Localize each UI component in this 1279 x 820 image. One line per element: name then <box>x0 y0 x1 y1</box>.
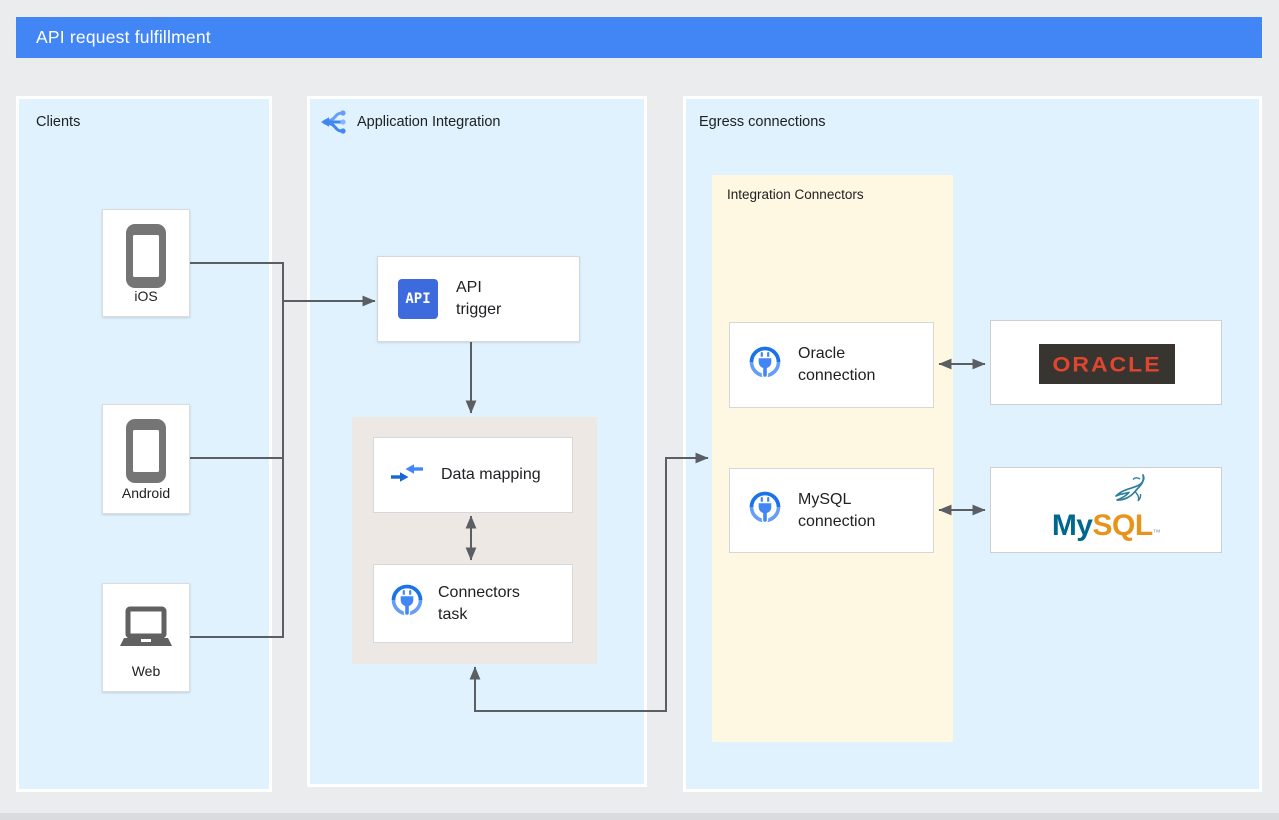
title-banner: API request fulfillment <box>16 17 1262 58</box>
web-label: Web <box>131 663 161 679</box>
connectors-task-label: Connectors task <box>438 583 520 623</box>
mysql-logo-my: My <box>1051 509 1093 542</box>
integration-connectors-label: Integration Connectors <box>727 187 864 202</box>
android-label: Android <box>121 485 171 501</box>
diagram-title: API request fulfillment <box>36 27 211 47</box>
application-integration-panel-label: Application Integration <box>357 114 501 130</box>
mysql-connection-label: MySQL connection <box>798 490 876 530</box>
api-badge-icon: API <box>398 279 438 319</box>
plug-circle-icon <box>746 344 784 387</box>
smartphone-icon <box>124 418 168 489</box>
integration-connectors-zone: Integration Connectors <box>712 175 953 742</box>
data-mapping-box: Data mapping <box>373 437 573 513</box>
application-integration-icon <box>316 106 348 138</box>
mysql-connection-box: MySQL connection <box>729 468 934 553</box>
api-trigger-label: API trigger <box>456 279 502 318</box>
api-trigger-box: API API trigger <box>377 256 580 342</box>
smartphone-icon <box>124 223 168 294</box>
dolphin-icon <box>1107 473 1155 520</box>
oracle-logo-text: ORACLE <box>1052 351 1162 376</box>
mysql-logo-sql: SQL <box>1092 509 1154 542</box>
oracle-connection-label: Oracle connection <box>798 345 876 384</box>
egress-panel-label: Egress connections <box>699 114 826 130</box>
mysql-logo: MySQL™ <box>991 509 1221 543</box>
clients-panel-label: Clients <box>36 114 81 130</box>
web-client-card: Web <box>102 583 190 692</box>
oracle-logo: ORACLE <box>1039 344 1175 384</box>
oracle-connection-box: Oracle connection <box>729 322 934 408</box>
laptop-icon <box>119 606 173 655</box>
bottom-strip <box>0 813 1279 820</box>
connectors-task-box: Connectors task <box>373 564 573 643</box>
mysql-logo-card: MySQL™ <box>990 467 1222 553</box>
ios-client-card: iOS <box>102 209 190 317</box>
oracle-logo-card: ORACLE <box>990 320 1222 405</box>
plug-circle-icon <box>388 582 426 625</box>
mysql-logo-tm: ™ <box>1152 528 1161 537</box>
merge-arrows-icon <box>389 458 425 493</box>
data-mapping-label: Data mapping <box>441 466 541 483</box>
android-client-card: Android <box>102 404 190 514</box>
ios-label: iOS <box>134 288 158 304</box>
plug-circle-icon <box>746 489 784 532</box>
